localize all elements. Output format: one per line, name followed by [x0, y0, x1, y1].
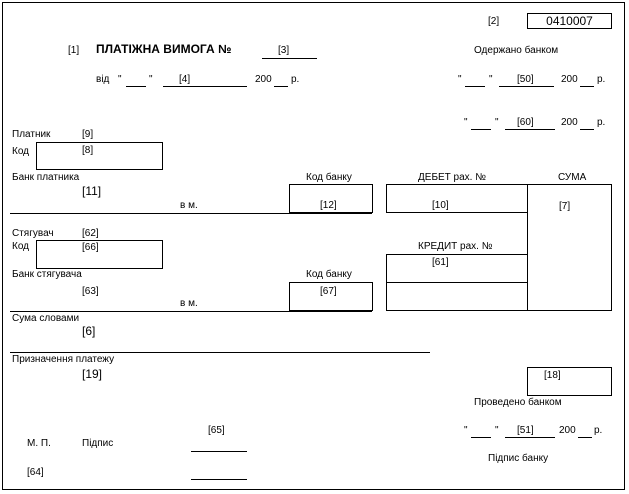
sum-label: СУМА: [558, 172, 587, 183]
received-month-blank[interactable]: [499, 86, 554, 87]
bank-stamp-box[interactable]: [18]: [527, 367, 612, 396]
from-label: від: [96, 74, 110, 85]
day-blank[interactable]: [126, 86, 146, 87]
credit-amount-box[interactable]: [386, 282, 528, 311]
marker-7: [7]: [559, 201, 571, 212]
quote-close: ": [495, 425, 499, 436]
year-blank[interactable]: [274, 86, 288, 87]
amount-divider: [10, 352, 430, 353]
quote-open: ": [464, 425, 468, 436]
purpose-label: Призначення платежу: [12, 354, 115, 365]
processed-month-blank[interactable]: [505, 437, 555, 438]
collector-city-label: в м.: [180, 298, 198, 309]
marker-9: [9]: [82, 129, 94, 140]
year-suffix: р.: [291, 74, 300, 85]
marker-8: [8]: [82, 145, 94, 156]
collector-bank-code-label: Код банку: [306, 269, 352, 280]
received-by-bank-label: Одержано банком: [474, 45, 559, 56]
marker-18: [18]: [544, 370, 561, 381]
processed-year-blank[interactable]: [578, 437, 592, 438]
quote-open: ": [118, 74, 122, 85]
marker-63: [63]: [82, 286, 99, 297]
collector-bank-code-box[interactable]: [67]: [289, 282, 373, 311]
collector-code-box[interactable]: [66]: [36, 240, 163, 269]
date60-day-blank[interactable]: [471, 129, 491, 130]
number-blank[interactable]: [262, 58, 317, 59]
document-title: ПЛАТІЖНА ВИМОГА №: [96, 42, 232, 56]
marker-51: [51]: [517, 425, 534, 436]
quote-close: ": [495, 117, 499, 128]
collector-code-label: Код: [12, 241, 30, 252]
marker-1: [1]: [68, 45, 80, 56]
processed-day-blank[interactable]: [471, 437, 491, 438]
marker-62: [62]: [82, 228, 99, 239]
marker-10: [10]: [432, 200, 449, 211]
received-year-blank[interactable]: [580, 86, 594, 87]
payer-bank-code-label: Код банку: [306, 172, 352, 183]
date60-month-blank[interactable]: [505, 129, 555, 130]
marker-4: [4]: [179, 74, 191, 85]
payer-label: Платник: [12, 129, 51, 140]
year-prefix: 200: [255, 74, 272, 85]
marker-61: [61]: [432, 257, 449, 268]
amount-words-label: Сума словами: [12, 313, 80, 324]
month-blank[interactable]: [163, 86, 247, 87]
quote-close: ": [149, 74, 153, 85]
marker-12: [12]: [320, 200, 337, 211]
collector-label: Стягувач: [12, 228, 54, 239]
credit-account-box[interactable]: [61]: [386, 254, 528, 283]
marker-50: [50]: [517, 74, 534, 85]
collector-bank-label: Банк стягувача: [12, 269, 82, 280]
date60-year-prefix: 200: [561, 117, 578, 128]
signature-line-1[interactable]: [191, 451, 247, 452]
marker-2: [2]: [488, 16, 500, 27]
debit-account-label: ДЕБЕТ рах. №: [418, 172, 486, 183]
marker-67: [67]: [320, 286, 337, 297]
date60-year-blank[interactable]: [580, 129, 594, 130]
received-year-prefix: 200: [561, 74, 578, 85]
payer-code-label: Код: [12, 146, 30, 157]
marker-64: [64]: [27, 467, 44, 478]
collector-section-divider: [10, 311, 372, 312]
signature-line-2[interactable]: [191, 479, 247, 480]
payer-bank-label: Банк платника: [12, 172, 80, 183]
payer-code-box[interactable]: [8]: [36, 142, 163, 170]
payer-bank-code-box[interactable]: [12]: [289, 184, 373, 213]
date60-year-suffix: р.: [597, 117, 606, 128]
credit-account-label: КРЕДИТ рах. №: [418, 241, 493, 252]
received-day-blank[interactable]: [465, 86, 485, 87]
bank-signature-label: Підпис банку: [488, 453, 549, 464]
processed-by-bank-label: Проведено банком: [474, 397, 562, 408]
signature-label: Підпис: [82, 438, 114, 449]
processed-year-suffix: р.: [594, 425, 603, 436]
sum-box[interactable]: [7]: [527, 184, 612, 311]
marker-66: [66]: [82, 242, 99, 253]
payer-city-label: в м.: [180, 200, 198, 211]
quote-open: ": [458, 74, 462, 85]
form-code-box: 0410007: [527, 13, 612, 29]
marker-60: [60]: [517, 117, 534, 128]
marker-11: [11]: [82, 184, 102, 198]
marker-3: [3]: [278, 45, 290, 56]
quote-open: ": [464, 117, 468, 128]
marker-6: [6]: [82, 324, 96, 338]
debit-account-box[interactable]: [10]: [386, 184, 528, 213]
form-frame: [2, 2, 625, 490]
received-year-suffix: р.: [597, 74, 606, 85]
marker-19: [19]: [82, 367, 103, 381]
form-code: 0410007: [546, 14, 593, 28]
processed-year-prefix: 200: [559, 425, 576, 436]
marker-65: [65]: [208, 425, 225, 436]
quote-close: ": [489, 74, 493, 85]
payer-section-divider: [10, 213, 372, 214]
stamp-label: М. П.: [27, 438, 51, 449]
